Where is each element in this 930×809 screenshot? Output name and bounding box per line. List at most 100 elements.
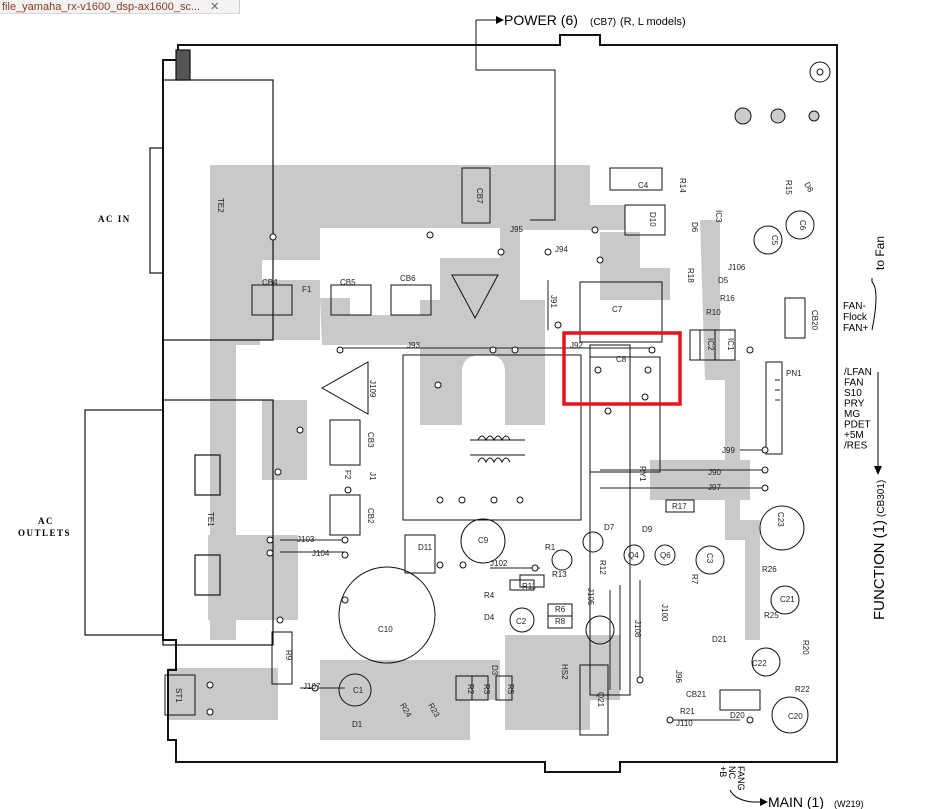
label-q6: Q6 (660, 551, 671, 560)
fan-signal: FAN+ (843, 323, 868, 334)
label-c21: C21 (780, 595, 795, 604)
label-pn1: PN1 (786, 369, 802, 378)
label-r9: R9 (284, 650, 293, 661)
label-d8: D8 (802, 181, 815, 195)
label-r1: R1 (545, 543, 556, 552)
label-r4: R4 (484, 591, 495, 600)
round-components (338, 61, 831, 734)
label-r21: R21 (680, 707, 695, 716)
label-d1: D1 (352, 720, 363, 729)
function-signal: /RES (844, 441, 868, 452)
copper-bottom-center (320, 660, 500, 740)
function-signal: MG (844, 409, 860, 420)
main-signal: +B (718, 766, 728, 777)
fan-bracket (871, 278, 877, 331)
tab-title: file_yamaha_rx-v1600_dsp-ax1600_sc... (2, 0, 201, 13)
function-arrow (874, 466, 882, 475)
label-r13: R13 (552, 570, 567, 579)
label-j97: J97 (708, 483, 721, 492)
function-label: FUNCTION (1)(CB301) (871, 480, 888, 620)
transformer (402, 281, 663, 696)
triangle-components (320, 274, 499, 415)
label-c23: C23 (776, 512, 785, 527)
main-signal: FANG (736, 766, 746, 791)
copper-left-lower (208, 535, 298, 620)
label-r2: R2 (466, 684, 475, 695)
label-r22: R22 (795, 685, 810, 694)
label-j103: J103 (297, 535, 315, 544)
label-cb20: CB20 (810, 310, 819, 331)
main-arrow (760, 798, 768, 806)
label-st1: ST1 (174, 688, 183, 703)
label-j93: J93 (407, 341, 420, 350)
pads (206, 226, 769, 724)
label-j1: J1 (368, 472, 377, 481)
label-c2: C2 (516, 617, 527, 626)
label-j100: J100 (660, 604, 669, 622)
label-c5: C5 (770, 235, 779, 246)
label-f1: F1 (302, 285, 312, 294)
ac-outlets-connector (84, 399, 274, 646)
label-te2: TE2 (216, 198, 225, 213)
label-j91: J91 (549, 295, 558, 308)
label-j102: J102 (490, 559, 508, 568)
fan-signal: FAN- (843, 301, 866, 312)
component-bodies (164, 167, 806, 736)
function-signal: +5M (844, 430, 864, 441)
main-ref: (W219) (834, 799, 864, 809)
label-j99: J99 (722, 446, 735, 455)
label-cb6: CB6 (400, 274, 416, 283)
label-r6: R6 (555, 605, 566, 614)
ac-outlets-label-1: AC (38, 516, 54, 526)
label-q4: Q4 (628, 551, 639, 560)
component-labels: TE2 TE1 CB7 C4 J95 J94 J91 CB4 F1 CB5 CB… (174, 178, 819, 729)
label-c1: C1 (353, 686, 364, 695)
label-c8: C8 (616, 355, 627, 364)
label-j92: J92 (570, 341, 583, 350)
copper-left-mid (262, 400, 307, 480)
label-ic2: IC2 (706, 338, 715, 351)
label-r16: R16 (720, 294, 735, 303)
label-r7: R7 (690, 574, 699, 585)
highlight-box (562, 331, 682, 406)
copper-right-strip (600, 232, 670, 300)
label-j109: J109 (368, 380, 377, 398)
power-arrow (496, 16, 504, 24)
label-ry1: RY1 (638, 466, 647, 482)
copper-areas (168, 165, 760, 740)
ac-outlets-label-2: OUTLETS (18, 528, 71, 538)
label-r15: R15 (784, 180, 793, 195)
traces (280, 280, 780, 721)
label-c9: C9 (478, 536, 489, 545)
label-hs2: HS2 (560, 664, 569, 680)
label-j90: J90 (708, 468, 721, 477)
label-d4: D4 (484, 613, 495, 622)
label-r5: R5 (506, 684, 515, 695)
main-signal: NC (727, 766, 737, 779)
function-signal: PRY (844, 399, 865, 410)
label-d9: D9 (642, 525, 653, 534)
label-j96: J96 (674, 670, 683, 683)
close-icon[interactable]: ✕ (210, 1, 220, 13)
label-cb21: CB21 (686, 690, 707, 699)
label-r10: R10 (706, 308, 721, 317)
copper-center-horseshoe (420, 300, 545, 425)
label-r20: R20 (801, 640, 810, 655)
ac-in-connector (149, 49, 274, 341)
label-cb7: CB7 (475, 188, 484, 204)
label-d11: D11 (418, 543, 433, 552)
label-c3: C3 (705, 553, 714, 564)
copper-left-column (210, 165, 260, 640)
label-c6: C6 (798, 220, 807, 231)
browser-tab[interactable]: file_yamaha_rx-v1600_dsp-ax1600_sc... ✕ (0, 0, 240, 14)
label-j110: J110 (676, 719, 693, 728)
label-r17: R17 (672, 502, 687, 511)
copper-bottom-left (168, 668, 278, 720)
label-d21: D21 (712, 635, 727, 644)
to-fan-label: to Fan (873, 236, 887, 270)
power-ref: (CB7) (590, 17, 616, 28)
power-models: (R, L models) (620, 16, 686, 28)
